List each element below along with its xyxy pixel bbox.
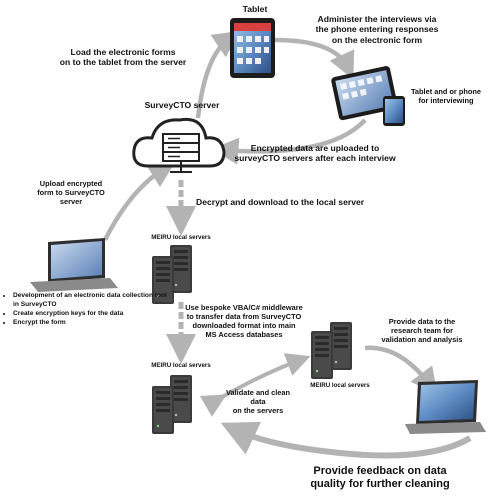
upload-encrypted-label: Upload encrypted form to SurveyCTO serve… xyxy=(37,179,105,206)
meiru-local-servers-label-3: MEIRU local servers xyxy=(310,382,370,389)
server-rack-icon-2 xyxy=(152,375,192,434)
bullet-item: Create encryption keys for the data xyxy=(13,310,173,319)
meiru-local-servers-label-2: MEIRU local servers xyxy=(151,362,211,369)
server-rack-icon-3 xyxy=(311,322,352,379)
tablet-icon xyxy=(230,18,275,78)
load-forms-label: Load the electronic forms on to the tabl… xyxy=(59,47,187,68)
tablet-label: Tablet xyxy=(242,4,268,14)
encrypted-uploaded-label: Encrypted data are uploaded to surveyCTO… xyxy=(234,143,396,164)
administer-label: Administer the interviews via the phone … xyxy=(315,14,439,45)
arrow-feedback xyxy=(220,421,472,459)
setup-bullet-list: Development of an electronic data collec… xyxy=(4,292,173,328)
bullet-item: Development of an electronic data collec… xyxy=(13,292,173,310)
arrow-upload-data xyxy=(211,118,367,165)
middleware-label: Use bespoke VBA/C# middleware to transfe… xyxy=(185,303,303,339)
decrypt-download-label: Decrypt and download to the local server xyxy=(196,197,365,207)
surveycto-server-label: SurveyCTO server xyxy=(144,100,220,110)
arrow-load-forms xyxy=(195,30,241,119)
validate-clean-label: Validate and clean data on the servers xyxy=(225,388,291,415)
feedback-label: Provide feedback on data quality for fur… xyxy=(310,465,450,491)
tablet-and-phone-icon xyxy=(331,66,405,126)
tablet-phone-label: Tablet and or phone for interviewing xyxy=(410,87,482,105)
arrow-administer xyxy=(274,37,355,80)
bullet-item: Encrypt the form xyxy=(13,319,173,328)
provide-data-label: Provide data to the research team for va… xyxy=(381,317,463,344)
arrow-upload-form xyxy=(102,161,176,242)
cloud-server-icon xyxy=(132,117,226,173)
meiru-local-servers-label-1: MEIRU local servers xyxy=(151,234,211,241)
arrow-validate xyxy=(199,353,311,417)
arrow-provide-data xyxy=(364,345,438,396)
laptop-icon-right xyxy=(405,380,486,434)
laptop-icon-left xyxy=(30,238,118,292)
